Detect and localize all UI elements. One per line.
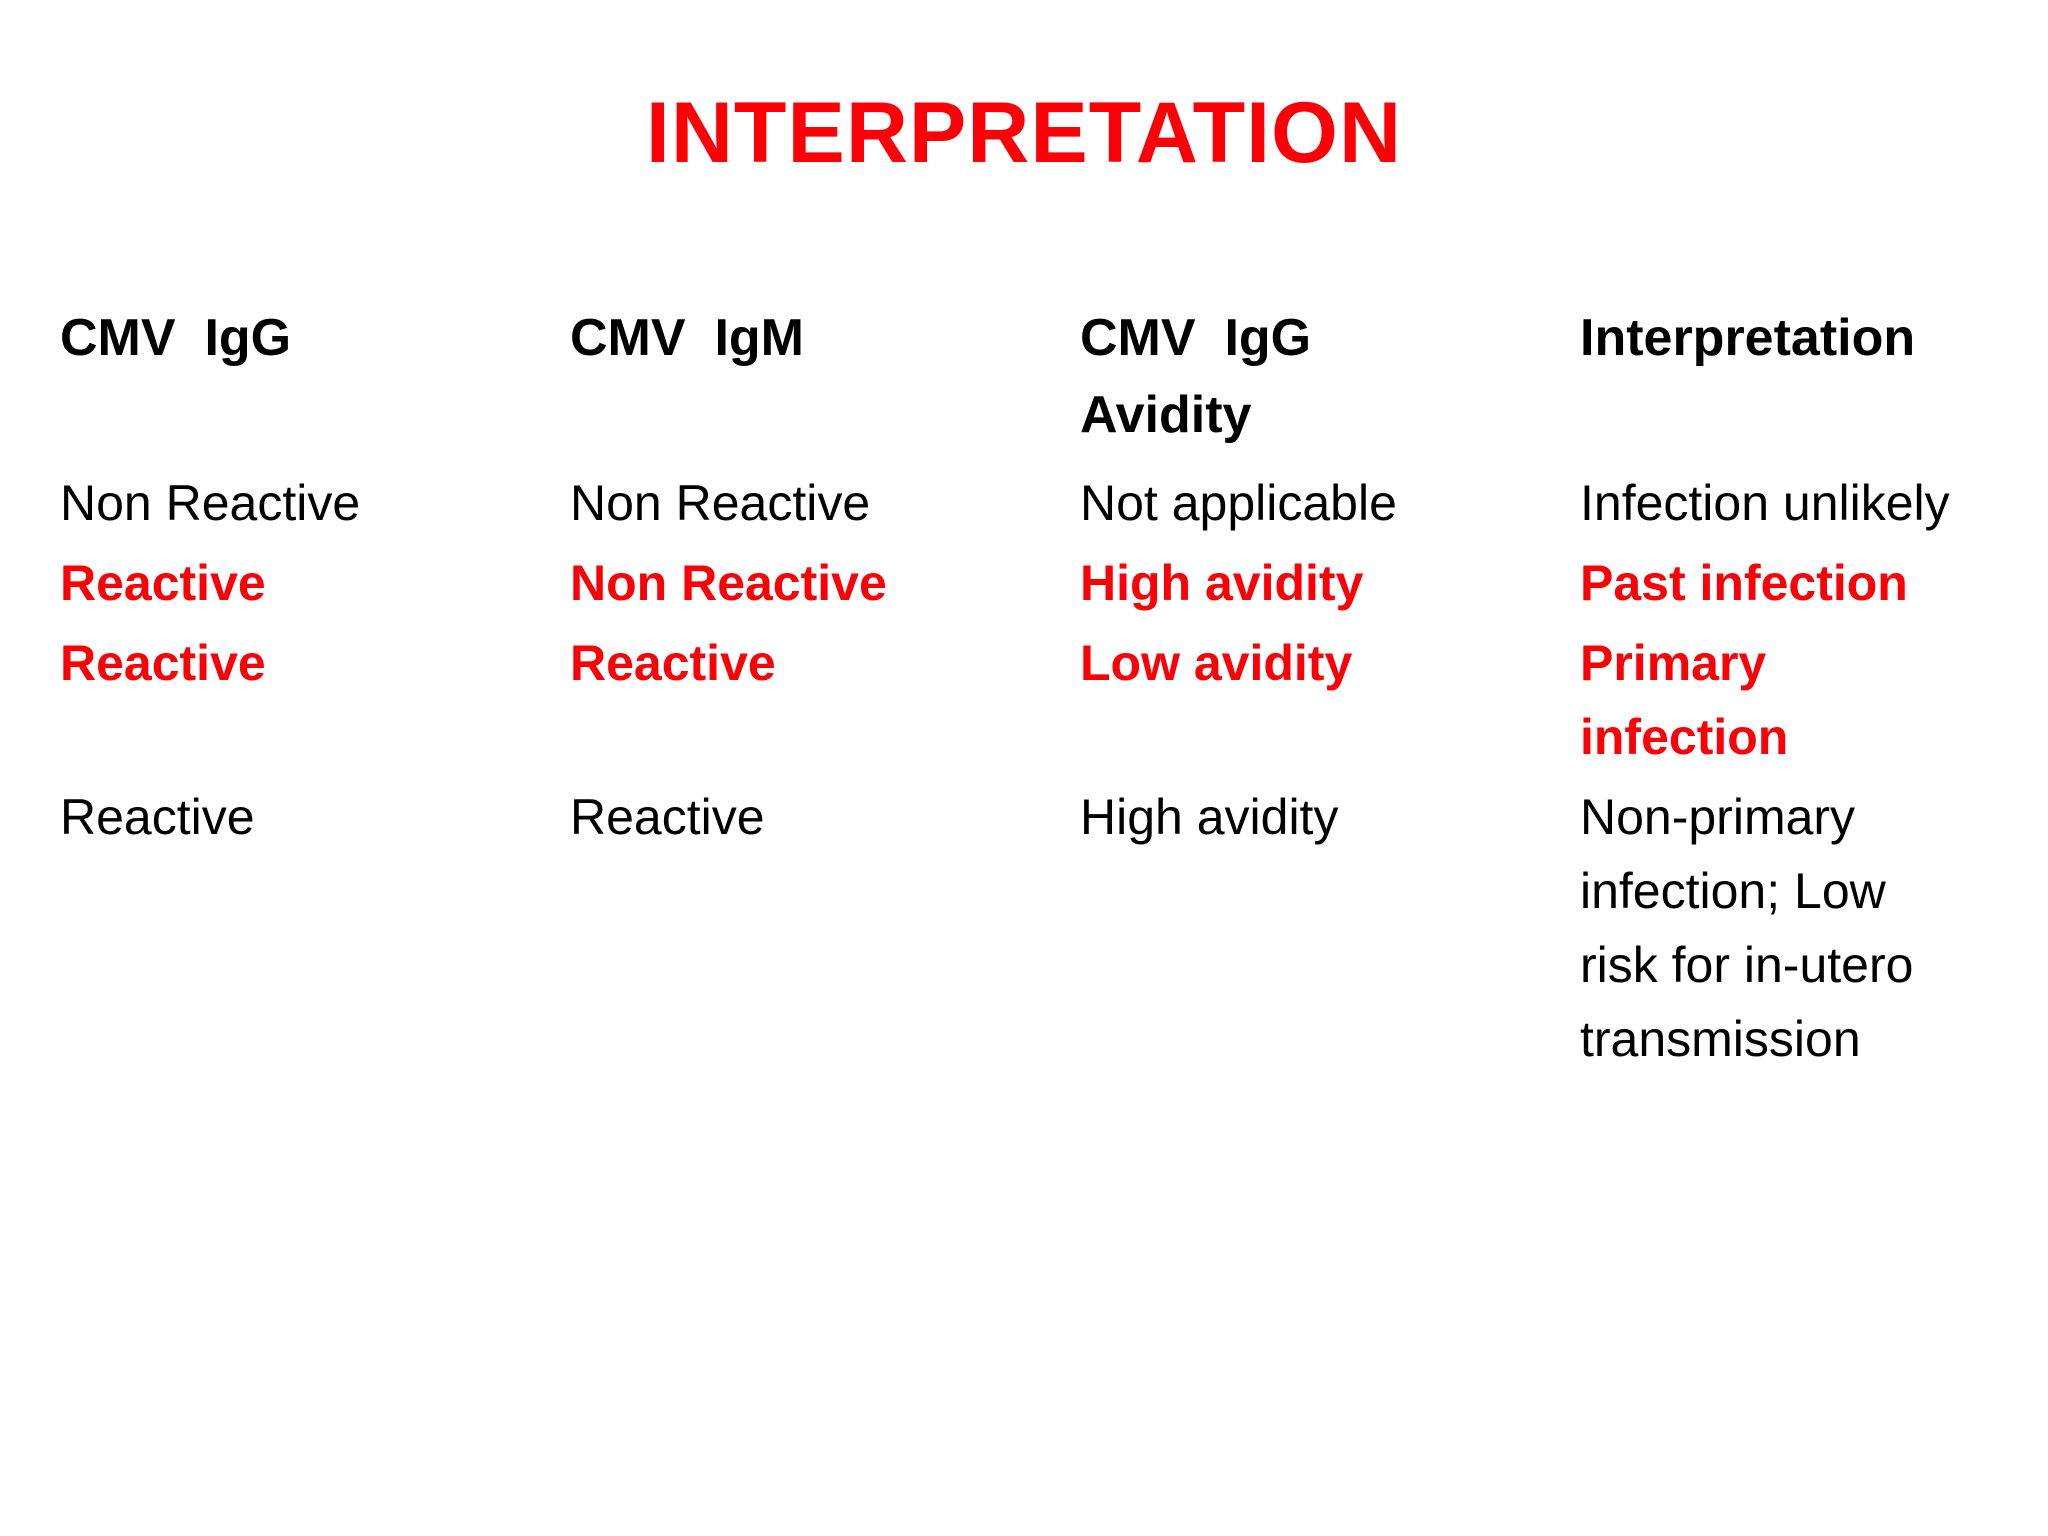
cell-interpretation: Primary infection xyxy=(1580,634,1789,765)
cell-cmv-igg: Non Reactive xyxy=(60,474,361,531)
column-header-cmv-igm: CMV IgM xyxy=(570,309,804,367)
cell-cmv-igg-avidity: Not applicable xyxy=(1080,474,1397,531)
cell-cmv-igg: Reactive xyxy=(60,788,255,845)
cell-cmv-igg-avidity: Low avidity xyxy=(1080,634,1353,691)
cell-cmv-igg: Reactive xyxy=(60,554,266,611)
cell-cmv-igg: Reactive xyxy=(60,634,266,691)
table-row: Non Reactive Non Reactive Not applicable… xyxy=(60,466,1990,540)
column-header-cmv-igg: CMV IgG xyxy=(60,309,292,367)
column-header-cmv-igg-avidity: CMV IgG Avidity xyxy=(1080,309,1312,444)
table-header-row: CMV IgG CMV IgM CMV IgG Avidity Interpre… xyxy=(60,300,1990,454)
page-title: INTERPRETATION xyxy=(645,85,1403,181)
cell-cmv-igm: Non Reactive xyxy=(570,554,887,611)
table-row: Reactive Reactive Low avidity Primary in… xyxy=(60,626,1990,774)
cell-cmv-igm: Non Reactive xyxy=(570,474,871,531)
cell-interpretation: Infection unlikely xyxy=(1580,474,1950,531)
cell-cmv-igm: Reactive xyxy=(570,788,765,845)
interpretation-table: CMV IgG CMV IgM CMV IgG Avidity Interpre… xyxy=(60,300,1990,1082)
cell-cmv-igg-avidity: High avidity xyxy=(1080,788,1339,845)
cell-cmv-igg-avidity: High avidity xyxy=(1080,554,1364,611)
table-row: Reactive Non Reactive High avidity Past … xyxy=(60,546,1990,620)
cell-cmv-igm: Reactive xyxy=(570,634,776,691)
cell-interpretation: Past infection xyxy=(1580,554,1908,611)
cell-interpretation: Non-primary infection; Low risk for in-u… xyxy=(1580,788,1928,1067)
column-header-interpretation: Interpretation xyxy=(1580,309,1916,367)
table-row: Reactive Reactive High avidity Non-prima… xyxy=(60,780,1990,1076)
